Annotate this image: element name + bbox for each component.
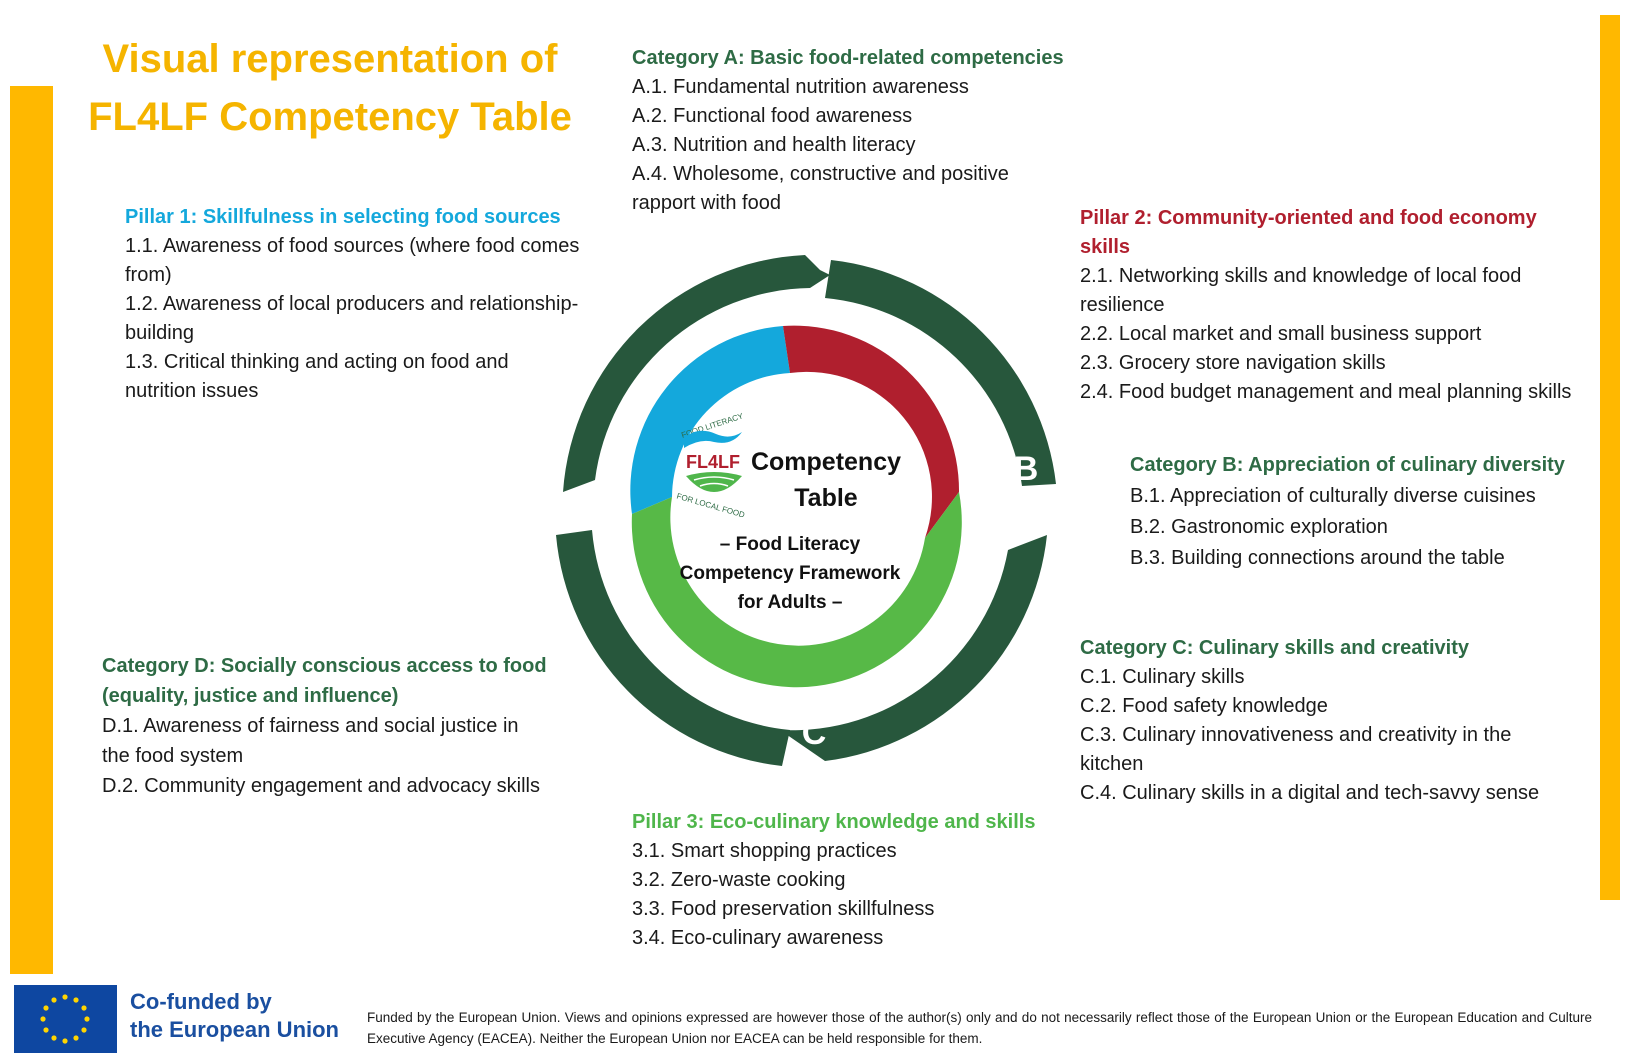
pillar-1-item: 1.2. Awareness of local producers and re… [125, 293, 579, 315]
center-subtitle-line-2: Competency Framework [680, 563, 901, 584]
pillar-2-item: 2.3. Grocery store navigation skills [1080, 352, 1386, 374]
logo-main-text: FL4LF [686, 452, 740, 472]
pillar-1-item: from) [125, 264, 172, 286]
pillar-2-item: resilience [1080, 294, 1165, 316]
outer-ring-segment-d [563, 255, 830, 492]
category-d-item: D.2. Community engagement and advocacy s… [102, 775, 540, 797]
center-title-line-2: Table [794, 484, 858, 512]
category-b-heading: Category B: Appreciation of culinary div… [1130, 454, 1565, 476]
outer-ring-segment-c [556, 530, 790, 766]
pillar-2-heading: Pillar 2: Community-oriented and food ec… [1080, 207, 1537, 229]
eu-flag [14, 985, 117, 1053]
category-b-item: B.2. Gastronomic exploration [1130, 516, 1388, 538]
title-line-2: FL4LF Competency Table [88, 95, 572, 139]
category-a-item: A.1. Fundamental nutrition awareness [632, 76, 969, 98]
category-b-block: Category B: Appreciation of culinary div… [1130, 450, 1590, 574]
category-a-item: A.3. Nutrition and health literacy [632, 134, 916, 156]
letter-a: A [750, 230, 775, 266]
pillar-3-block: Pillar 3: Eco-culinary knowledge and ski… [632, 808, 1102, 953]
category-d-heading: Category D: Socially conscious access to… [102, 655, 547, 677]
eu-stars-icon [40, 994, 90, 1044]
category-c-item: C.1. Culinary skills [1080, 666, 1245, 688]
cofunded-label: Co-funded by the European Union [130, 988, 360, 1044]
outer-ring-segment-a [825, 260, 1056, 486]
pillar-2-item: 2.2. Local market and small business sup… [1080, 323, 1482, 345]
category-d-item: the food system [102, 745, 244, 767]
category-a-item: A.2. Functional food awareness [632, 105, 913, 127]
category-d-block: Category D: Socially conscious access to… [102, 651, 572, 801]
outer-ring-segment-b [780, 535, 1047, 761]
logo-field-icon [686, 472, 742, 492]
pillar-2-block: Pillar 2: Community-oriented and food ec… [1080, 204, 1590, 407]
pillar-1-item: building [125, 322, 194, 344]
category-d-heading-cont: (equality, justice and influence) [102, 685, 399, 707]
pillar-3-item: 3.3. Food preservation skillfulness [632, 898, 935, 920]
pillar-1-block: Pillar 1: Skillfulness in selecting food… [125, 203, 605, 406]
category-d-item: D.1. Awareness of fairness and social ju… [102, 715, 519, 737]
pillar-1-item: 1.1. Awareness of food sources (where fo… [125, 235, 580, 257]
title-line-1: Visual representation of [102, 37, 558, 81]
category-c-heading: Category C: Culinary skills and creativi… [1080, 637, 1470, 659]
logo-bottom-text: FOR LOCAL FOOD [676, 492, 746, 520]
cofunded-line-1: Co-funded by [130, 989, 272, 1014]
category-c-item: kitchen [1080, 753, 1144, 775]
pillar-3-item: 3.1. Smart shopping practices [632, 840, 897, 862]
pillar-1-item: 1.3. Critical thinking and acting on foo… [125, 351, 509, 373]
category-c-block: Category C: Culinary skills and creativi… [1080, 634, 1590, 808]
category-b-item: B.1. Appreciation of culturally diverse … [1130, 485, 1536, 507]
category-c-item: C.4. Culinary skills in a digital and te… [1080, 782, 1540, 804]
logo-wave-icon [684, 430, 742, 448]
pillar-2-heading-cont: skills [1080, 236, 1131, 258]
pillar-2-item: 2.4. Food budget management and meal pla… [1080, 381, 1572, 403]
pillar-3-heading: Pillar 3: Eco-culinary knowledge and ski… [632, 811, 1036, 833]
pillar-1-item: nutrition issues [125, 380, 259, 402]
category-a-block: Category A: Basic food-related competenc… [632, 44, 1102, 218]
category-a-heading: Category A: Basic food-related competenc… [632, 47, 1064, 69]
center-subtitle-line-1: – Food Literacy [720, 534, 861, 555]
pillar-3-item: 3.2. Zero-waste cooking [632, 869, 846, 891]
inner-ring-pillar-2 [783, 325, 960, 538]
competency-wheel: A B C D FOOD LITERACY FL4LF FOR LOCAL FO… [520, 228, 1100, 805]
pillar-2-item: 2.1. Networking skills and knowledge of … [1080, 265, 1522, 287]
inner-ring-pillar-1 [630, 326, 790, 514]
letter-c: C [802, 714, 827, 752]
inner-ring-pillar-3 [631, 492, 962, 688]
cofunded-line-2: the European Union [130, 1017, 339, 1042]
letter-d: D [530, 510, 555, 548]
category-a-item: A.4. Wholesome, constructive and positiv… [632, 163, 1009, 185]
funding-disclaimer: Funded by the European Union. Views and … [367, 1010, 1592, 1046]
pillar-1-heading: Pillar 1: Skillfulness in selecting food… [125, 206, 561, 228]
category-c-item: C.3. Culinary innovativeness and creativ… [1080, 724, 1512, 746]
category-c-item: C.2. Food safety knowledge [1080, 695, 1328, 717]
left-accent-bar [10, 86, 53, 974]
category-a-item: rapport with food [632, 192, 781, 214]
category-b-item: B.3. Building connections around the tab… [1130, 547, 1505, 569]
letter-b: B [1014, 450, 1039, 488]
pillar-3-item: 3.4. Eco-culinary awareness [632, 927, 884, 949]
center-subtitle-line-3: for Adults – [738, 592, 843, 613]
right-accent-bar [1600, 15, 1620, 900]
page-title: Visual representation of FL4LF Competenc… [60, 30, 600, 146]
center-title-line-1: Competency [751, 448, 901, 476]
logo-field-stripes-icon [693, 476, 735, 487]
